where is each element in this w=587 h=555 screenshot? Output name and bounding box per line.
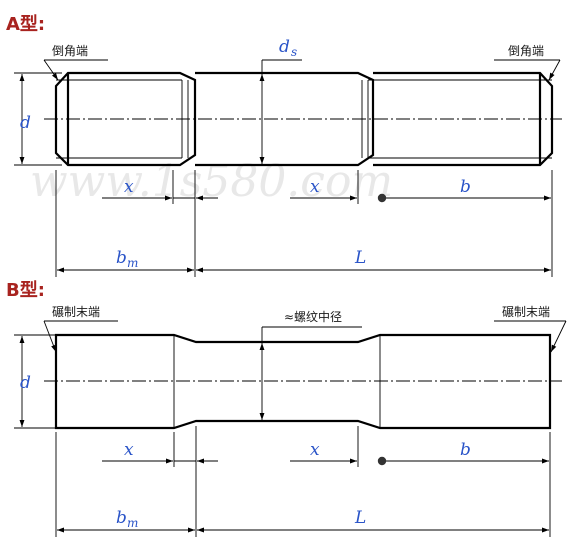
type-b-right-callout: 碾制末端	[494, 305, 567, 353]
type-a-stud-outline	[44, 71, 562, 167]
type-b-b-dimension: b	[377, 440, 549, 466]
type-a-d-dimension: d	[14, 72, 62, 166]
type-b-title: B型:	[6, 279, 45, 301]
type-a-right-callout-text: 倒角端	[508, 44, 544, 58]
type-a-L-dimension: L	[196, 248, 551, 273]
type-a-ds-subscript: s	[291, 45, 297, 59]
type-b-left-callout: 碾制末端	[43, 305, 118, 353]
type-a-b-label: b	[460, 177, 471, 197]
type-a-extension-lines	[55, 170, 553, 277]
type-b-section: B型: 碾制末端 碾制末端 ≈螺纹中径	[6, 279, 567, 537]
type-b-x-left-label: x	[124, 440, 134, 460]
type-b-bm-label: b	[116, 508, 127, 528]
type-b-b-label: b	[460, 440, 471, 460]
type-a-bm-label: b	[116, 248, 127, 268]
type-b-x-right-dimension: x	[290, 440, 357, 464]
type-a-bm-subscript: m	[127, 256, 138, 270]
type-a-bm-dimension: b m	[57, 248, 194, 273]
type-a-b-dimension: b	[377, 177, 551, 203]
type-b-d-label: d	[20, 373, 31, 393]
type-a-dim-origin-dot	[377, 193, 387, 203]
watermark: www.1s580.com	[30, 156, 393, 207]
type-a-L-label: L	[354, 248, 366, 268]
type-a-right-callout: 倒角端	[494, 44, 561, 81]
type-b-bm-dimension: b m	[57, 508, 195, 533]
type-b-middle-callout: ≈螺纹中径	[259, 309, 362, 420]
type-a-ds-label: d	[279, 37, 290, 57]
type-b-left-callout-text: 碾制末端	[52, 305, 100, 319]
type-b-x-left-dimension: x	[102, 440, 218, 464]
type-a-title: A型:	[6, 13, 45, 35]
type-b-d-dimension: d	[14, 334, 56, 429]
type-b-L-dimension: L	[197, 508, 549, 533]
type-b-right-callout-text: 碾制末端	[502, 305, 550, 319]
type-a-left-callout-text: 倒角端	[52, 44, 88, 58]
type-a-x-left-dimension: x	[102, 177, 218, 201]
type-a-left-callout: 倒角端	[43, 44, 108, 81]
type-a-x-right-dimension: x	[290, 177, 357, 201]
type-b-L-label: L	[354, 508, 366, 528]
type-a-section: A型: 倒角端	[6, 13, 562, 277]
type-a-x-right-label: x	[310, 177, 320, 197]
type-a-x-left-label: x	[124, 177, 134, 197]
type-b-dim-origin-dot	[377, 456, 387, 466]
type-b-stud-outline	[44, 333, 562, 430]
type-b-bm-subscript: m	[127, 516, 138, 530]
type-a-d-label: d	[20, 113, 31, 133]
type-a-ds-dimension: d s	[259, 37, 302, 164]
type-b-middle-callout-text: ≈螺纹中径	[284, 309, 342, 324]
type-b-x-right-label: x	[310, 440, 320, 460]
